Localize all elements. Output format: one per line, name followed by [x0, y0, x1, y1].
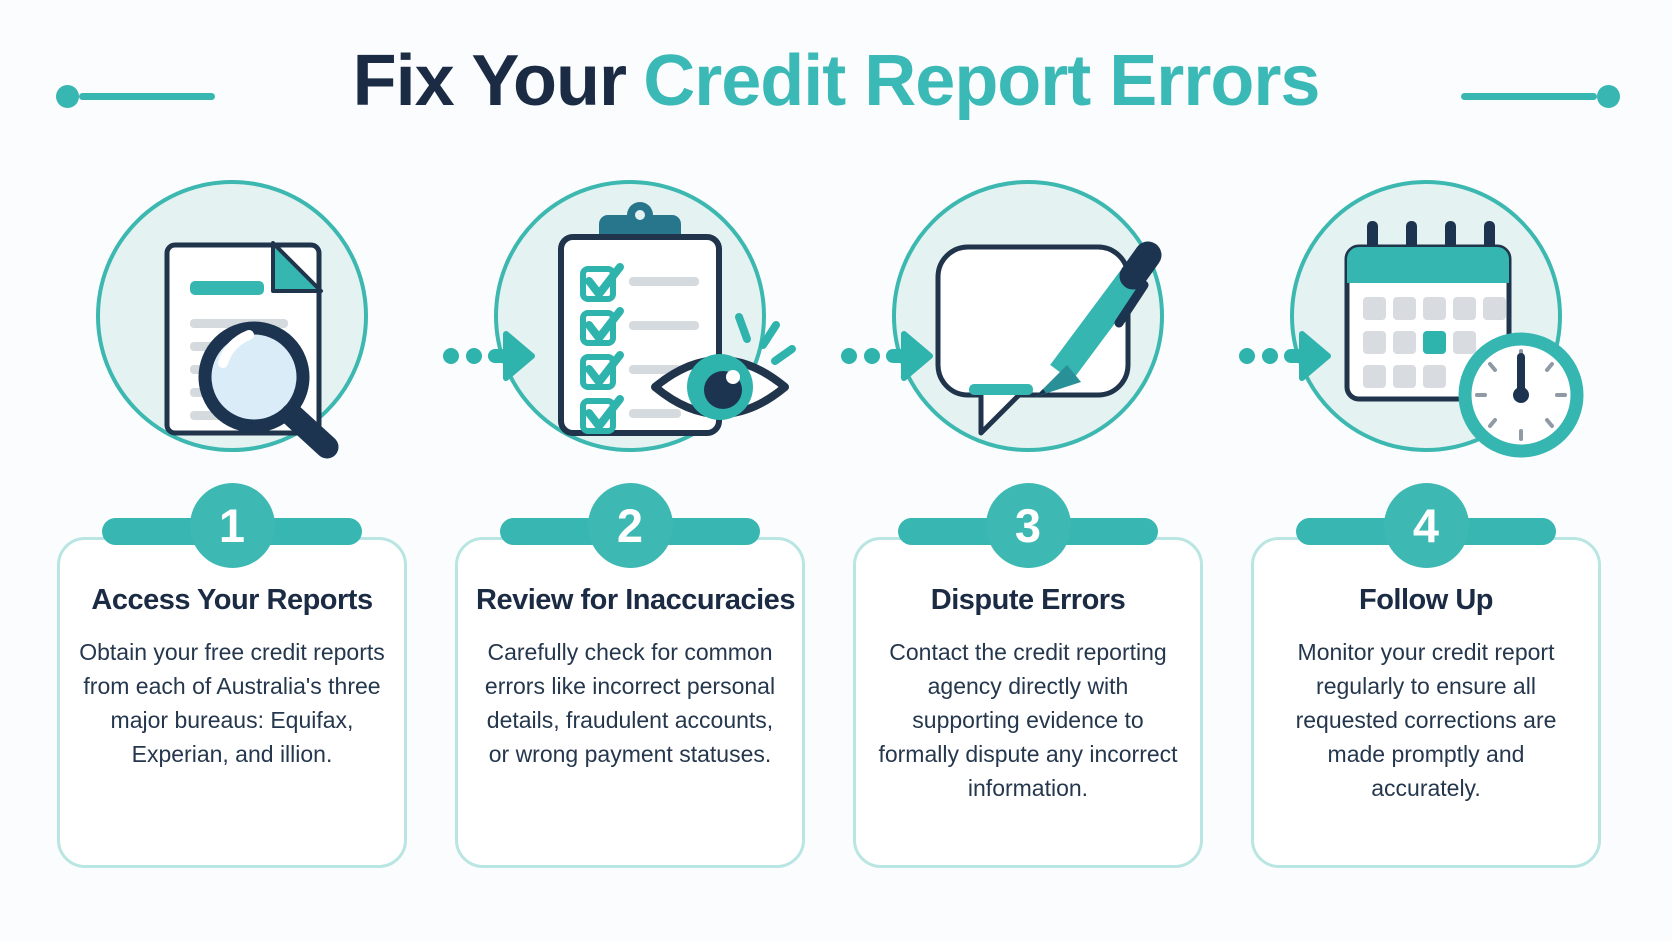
step-heading: Dispute Errors — [930, 584, 1126, 616]
title-decoration-right — [1461, 85, 1620, 108]
speech-bubble-pen-icon — [935, 241, 1162, 436]
step-4-lower: 4 Follow Up Monitor your credit report r… — [1251, 483, 1601, 868]
decoration-line — [79, 93, 215, 100]
step-number: 2 — [616, 499, 644, 552]
step-body: Obtain your free credit reports from eac… — [79, 639, 385, 767]
step-heading: Review for Inaccuracies — [476, 584, 795, 616]
step-4-icon-circle — [1290, 180, 1584, 458]
step-body: Carefully check for common errors like i… — [484, 639, 776, 767]
clipboard-checklist-eye-icon — [558, 202, 796, 436]
arrow-right-icon — [443, 331, 535, 381]
step-1-lower: 1 Access Your Reports Obtain your free c… — [57, 483, 407, 868]
step-body: Monitor your credit report regularly to … — [1295, 639, 1557, 801]
decoration-dot — [56, 85, 79, 108]
arrow-right-icon — [841, 331, 933, 381]
step-number-badge: 3 — [985, 483, 1071, 568]
decoration-dot — [1597, 85, 1620, 108]
step-number: 1 — [218, 499, 246, 552]
document-magnifier-icon — [164, 241, 339, 459]
step-column-3: 3 Dispute Errors Contact the credit repo… — [853, 180, 1203, 868]
title-decoration-left — [56, 85, 215, 108]
step-card: Follow Up Monitor your credit report reg… — [1251, 537, 1601, 868]
step-number-badge: 1 — [189, 483, 275, 568]
step-card: Dispute Errors Contact the credit report… — [853, 537, 1203, 868]
step-column-2: 2 Review for Inaccuracies Carefully chec… — [455, 180, 805, 868]
step-2-icon-circle — [494, 180, 796, 452]
step-card: Access Your Reports Obtain your free cre… — [57, 537, 407, 868]
arrow-right-icon — [1239, 331, 1331, 381]
step-heading: Follow Up — [1358, 584, 1494, 616]
step-1-icon-circle — [96, 180, 368, 459]
step-heading: Access Your Reports — [91, 584, 373, 616]
step-column-1: 1 Access Your Reports Obtain your free c… — [57, 180, 407, 868]
title-prefix: Fix Your — [352, 41, 627, 121]
step-3-icon-circle — [892, 180, 1164, 452]
step-body: Contact the credit reporting agency dire… — [878, 639, 1178, 801]
step-card: Review for Inaccuracies Carefully check … — [455, 537, 805, 868]
step-2-lower: 2 Review for Inaccuracies Carefully chec… — [455, 483, 805, 868]
decoration-line — [1461, 93, 1597, 100]
step-number: 4 — [1412, 499, 1440, 552]
title-highlight: Credit Report Errors — [643, 41, 1320, 121]
step-number-badge: 2 — [587, 483, 673, 568]
step-number: 3 — [1014, 499, 1042, 552]
step-number-badge: 4 — [1383, 483, 1469, 568]
step-3-lower: 3 Dispute Errors Contact the credit repo… — [853, 483, 1203, 868]
steps-row: 1 Access Your Reports Obtain your free c… — [57, 180, 1601, 868]
calendar-clock-icon — [1344, 221, 1584, 458]
step-column-4: 4 Follow Up Monitor your credit report r… — [1251, 180, 1601, 868]
